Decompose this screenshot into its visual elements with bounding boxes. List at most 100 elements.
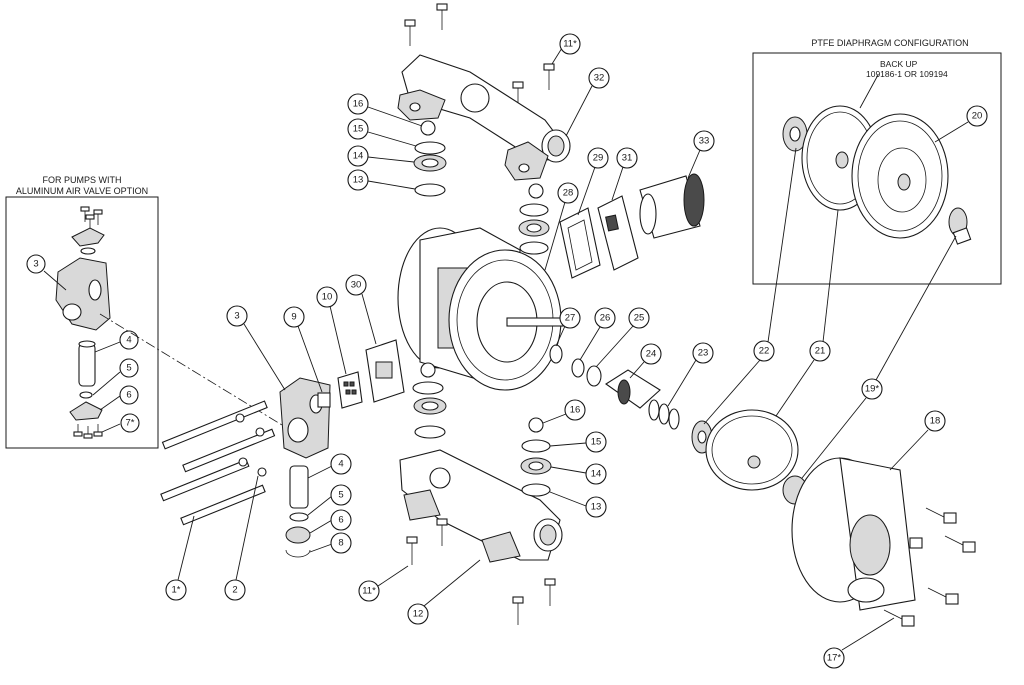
spool-4 [289, 465, 309, 509]
callout-inset-6 [119, 385, 139, 405]
backup-label-2: 109186-1 OR 109194 [866, 69, 948, 79]
callout-20-label: 20 [972, 111, 983, 122]
callout-13-top-label: 13 [353, 175, 364, 186]
inset-valve-body [55, 257, 111, 331]
inset-end-cap [69, 401, 103, 421]
inset-ptfe-diaphragm: PTFE DIAPHRAGM CONFIGURATION BACK UP 109… [752, 38, 1002, 285]
ring-25 [586, 365, 602, 387]
callout-14-bottom-label: 14 [591, 469, 602, 480]
nuts-2 [235, 413, 267, 477]
callout-29-label: 29 [593, 153, 604, 164]
outer-chamber-18 [791, 457, 916, 611]
tie-rods [160, 400, 276, 526]
callout-25 [628, 307, 650, 329]
callout-30 [345, 274, 367, 296]
top-manifold [397, 3, 571, 181]
callout-21-label: 21 [815, 346, 826, 357]
callout-17 [823, 647, 845, 669]
callout-26 [594, 307, 616, 329]
callout-inset-3-label: 3 [33, 259, 38, 270]
diaphragm-21 [705, 409, 799, 491]
callout-31 [616, 147, 638, 169]
inset-gasket [80, 247, 96, 255]
callout-15-top [347, 118, 369, 140]
inset-aluminum-air-valve: FOR PUMPS WITH ALUMINUM AIR VALVE OPTION… [5, 175, 159, 449]
callout-18 [924, 410, 946, 432]
callout-10-label: 10 [322, 292, 333, 303]
rings-23 [648, 399, 680, 430]
callout-27 [559, 307, 581, 329]
inset-left-title-2: ALUMINUM AIR VALVE OPTION [16, 186, 148, 196]
bottom-left-ball-stack [412, 362, 447, 439]
callout-3 [226, 305, 248, 327]
cap-6 [285, 526, 311, 544]
callout-14-top-label: 14 [353, 151, 364, 162]
ring-26 [571, 358, 585, 378]
callout-4-label: 4 [338, 459, 343, 470]
callout-11-bottom-label: 11* [362, 586, 376, 597]
callout-5 [330, 484, 352, 506]
inset-right-frame [752, 52, 1002, 285]
callout-27-label: 27 [565, 313, 576, 324]
bottom-manifold [399, 449, 563, 563]
callout-32-label: 32 [594, 73, 605, 84]
callout-21 [809, 340, 831, 362]
callout-20 [966, 105, 988, 127]
callout-11-top-label: 11* [563, 39, 577, 50]
callout-15-bottom [585, 431, 607, 453]
callout-2 [224, 579, 246, 601]
callout-12-label: 12 [413, 609, 424, 620]
callout-26-label: 26 [600, 313, 611, 324]
inset-spool-top [78, 340, 96, 348]
callout-24-label: 24 [646, 349, 657, 360]
callout-9-label: 9 [291, 312, 296, 323]
inset-spool [78, 343, 96, 387]
inset-valve-cap [71, 227, 105, 247]
callout-inset-5 [119, 358, 139, 378]
callout-4 [330, 453, 352, 475]
callout-32 [588, 67, 610, 89]
callout-8-label: 8 [338, 538, 343, 549]
callout-10 [316, 286, 338, 308]
callout-6-label: 6 [338, 515, 343, 526]
callout-33-label: 33 [699, 136, 710, 147]
callout-5-label: 5 [338, 490, 343, 501]
callout-15-bottom-label: 15 [591, 437, 602, 448]
callout-13-top [347, 169, 369, 191]
callout-inset-4-label: 4 [126, 335, 131, 346]
ring-27 [549, 344, 563, 364]
callout-17-label: 17* [827, 653, 842, 664]
callout-1-label: 1* [172, 585, 181, 596]
inset-left-frame [5, 196, 159, 449]
callout-29 [587, 147, 609, 169]
inset-body-bore [88, 279, 102, 301]
callout-inset-5-label: 5 [126, 363, 131, 374]
callout-31-label: 31 [622, 153, 633, 164]
callout-18-label: 18 [930, 416, 941, 427]
oring-5 [289, 512, 309, 522]
inset-left-title-1: FOR PUMPS WITH [43, 175, 122, 185]
callout-23-label: 23 [698, 348, 709, 359]
backup-label-1: BACK UP [880, 59, 918, 69]
shaft [506, 317, 568, 327]
callout-13-bottom-label: 13 [591, 502, 602, 513]
callout-14-bottom [585, 463, 607, 485]
callout-15-top-label: 15 [353, 124, 364, 135]
callout-16-bottom-label: 16 [570, 405, 581, 416]
callout-30-label: 30 [351, 280, 362, 291]
callout-16-top-label: 16 [353, 99, 364, 110]
bottom-right-ball-stack [520, 417, 552, 497]
callout-8 [330, 532, 352, 554]
callout-22 [753, 340, 775, 362]
callout-19-label: 19* [865, 384, 880, 395]
callout-19 [861, 378, 883, 400]
callout-24 [640, 343, 662, 365]
block-9 [317, 392, 331, 408]
top-ball-seat-stack [413, 120, 447, 197]
callout-13-bottom [585, 496, 607, 518]
center-body [397, 227, 568, 391]
callout-25-label: 25 [634, 313, 645, 324]
callout-inset-7 [120, 413, 140, 433]
callout-28 [557, 182, 579, 204]
